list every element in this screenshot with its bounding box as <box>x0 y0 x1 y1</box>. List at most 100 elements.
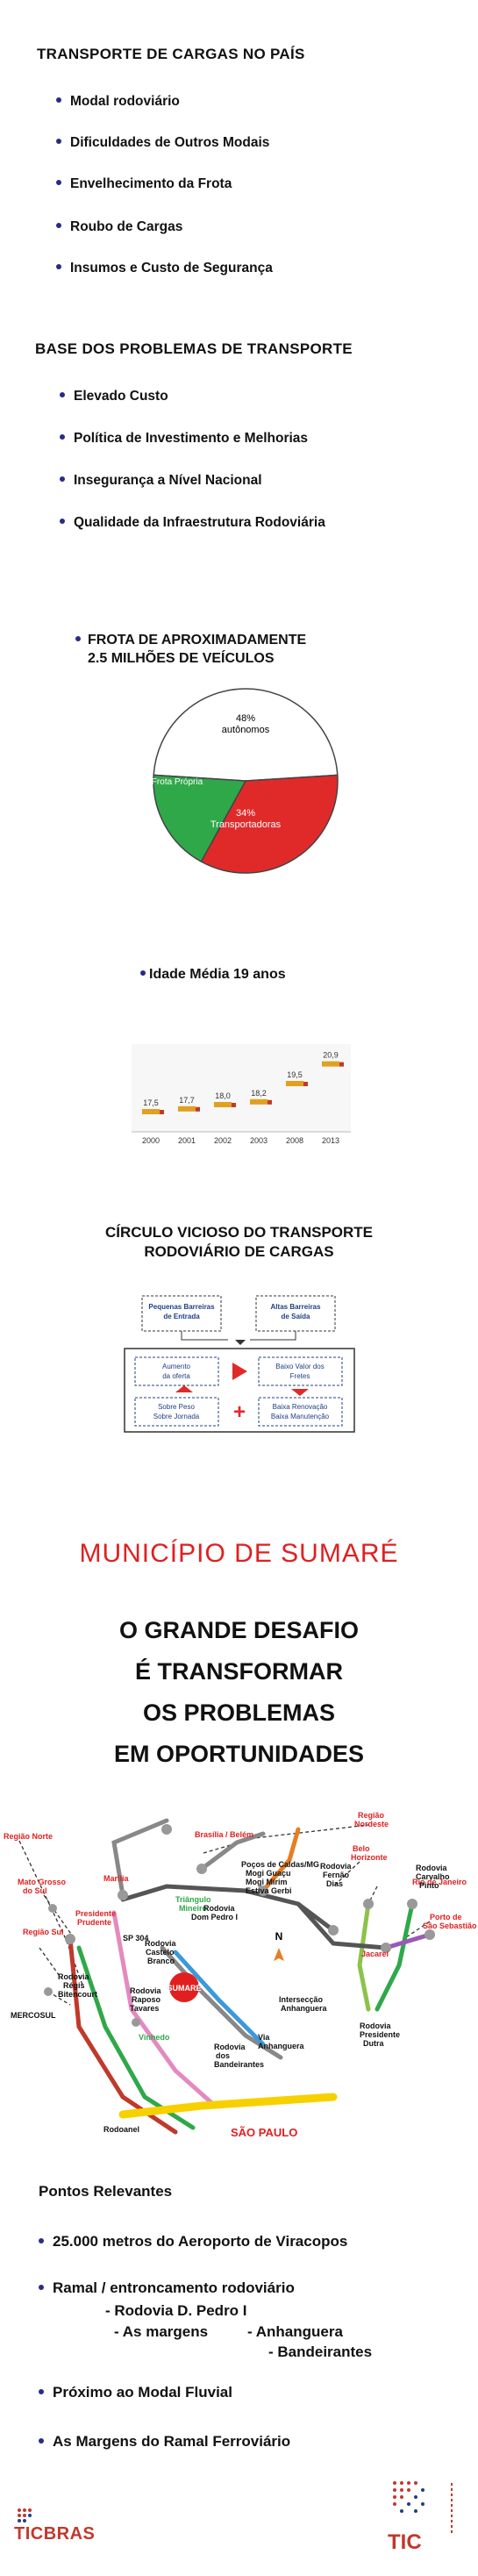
section1-item: Dificuldades de Outros Modais <box>56 135 269 151</box>
ticbras-wordmark: TICBRAS <box>14 2524 96 2544</box>
road-label: Castelo <box>146 1948 175 1957</box>
north-label: N <box>275 1930 283 1943</box>
cell-text: Sobre Peso <box>158 1403 195 1411</box>
bullet-icon <box>60 518 65 524</box>
bullet-icon <box>39 2388 44 2394</box>
bullet-icon <box>39 2237 44 2243</box>
section2-item: Qualidade da Infraestrutura Rodoviária <box>60 515 325 531</box>
road-label: Carvalho <box>416 1872 450 1881</box>
section1-item: Envelhecimento da Frota <box>56 176 232 192</box>
road-label: Branco <box>147 1957 175 1965</box>
bullet-icon <box>60 476 65 482</box>
pontos-sub: - Bandeirantes <box>268 2343 373 2360</box>
connector-line <box>250 1331 296 1341</box>
region-label: Nordeste <box>354 1820 389 1828</box>
map-node <box>381 1943 391 1953</box>
route-line <box>203 1824 369 1854</box>
circulo-title: CÍRCULO VICIOSO DO TRANSPORTE RODOVIÁRIO… <box>104 1224 374 1260</box>
pontos-title: Pontos Relevantes <box>39 2183 173 2200</box>
region-label: Brasília / Belém <box>195 1830 253 1839</box>
cell-text: Fretes <box>290 1372 310 1380</box>
bullet-icon <box>60 391 65 397</box>
section2-item: Insegurança a Nível Nacional <box>60 473 262 489</box>
region-label: São Sebastião <box>423 1921 477 1930</box>
route-line <box>43 1894 75 1940</box>
data-label: 17,5 <box>143 1098 159 1107</box>
road-label: Mogi Guaçu <box>246 1869 291 1878</box>
cell-text: da oferta <box>162 1372 190 1380</box>
region-label: Mato Grosso <box>18 1878 67 1886</box>
pontos-sub: - Anhanguera <box>247 2323 343 2340</box>
road-label: Rodovia <box>416 1864 447 1872</box>
data-label: 18,2 <box>251 1089 267 1098</box>
road-pocos <box>199 1831 266 1871</box>
road-label: Intersecção <box>279 1995 324 2004</box>
ticbras-logo: TICBRAS <box>14 2505 102 2549</box>
cell-text: Aumento <box>162 1363 191 1370</box>
cell-aumento <box>134 1356 219 1386</box>
region-label: SÃO PAULO <box>231 2126 297 2139</box>
cell-baixo-valor <box>258 1356 343 1386</box>
map-node <box>48 1904 57 1913</box>
data-label: 18,0 <box>215 1091 231 1100</box>
tic-mark-icon <box>393 2481 453 2536</box>
road-label: Via <box>258 2033 270 2042</box>
road-label: Dom Pedro I <box>191 1913 238 1921</box>
map-node <box>258 1885 268 1896</box>
road-label: Fernão <box>323 1871 350 1879</box>
road-anhanguera <box>160 1945 283 2060</box>
truck-cab-mark <box>232 1103 236 1107</box>
pie-label: Transportadoras <box>210 819 282 830</box>
cell-text: Baixa Manutenção <box>271 1413 330 1420</box>
map-node <box>363 1899 374 1909</box>
bullet-icon <box>140 970 146 976</box>
region-label: Porto de <box>430 1913 462 1921</box>
road-label: Rodovia <box>360 2021 391 2030</box>
truck-mark <box>142 1109 160 1114</box>
section1-item: Roubo de Cargas <box>56 219 182 235</box>
age-line-chart: 17,5200017,7200118,0200218,2200319,52008… <box>132 1044 351 1145</box>
region-label: Região <box>358 1811 385 1820</box>
road-label: Tavares <box>130 2004 159 2013</box>
pontos-item: As Margens do Ramal Ferroviário <box>39 2433 290 2451</box>
pontos-item: 25.000 metros do Aeroporto de Viracopos <box>39 2233 347 2250</box>
arrow-icon <box>235 1340 246 1345</box>
pontos-sub: - As margens <box>114 2323 209 2340</box>
section2-item: Política de Investimento e Melhorias <box>60 431 308 447</box>
bullet-icon <box>56 97 61 103</box>
x-tick-label: 2013 <box>322 1136 339 1145</box>
pie-slice <box>153 688 339 782</box>
road-label: Anhanguera <box>258 2042 305 2050</box>
tic-wordmark: TIC <box>388 2530 422 2554</box>
plus-icon: + <box>233 1400 246 1424</box>
truck-mark <box>286 1081 303 1086</box>
map-node <box>196 1864 207 1874</box>
arrow-down-icon <box>291 1389 309 1396</box>
road-porto <box>383 1932 432 1950</box>
route-map: SUMARÉ N Região Norte Mato Grosso do Sul… <box>4 1811 477 2139</box>
road-label: Bitencourt <box>58 1990 97 1999</box>
section2-title: BASE DOS PROBLEMAS DE TRANSPORTE <box>35 340 353 357</box>
road-label: Rodovia <box>145 1939 176 1948</box>
pontos-sub: - Rodovia D. Pedro I <box>105 2302 247 2319</box>
pie-label: autônomos <box>222 725 270 735</box>
section1-item: Insumos e Custo de Segurança <box>56 261 273 276</box>
truck-mark <box>322 1061 339 1067</box>
ticbras-mark-icon <box>18 2508 32 2522</box>
pontos-item: Próximo ao Modal Fluvial <box>39 2384 232 2401</box>
section2-item: Elevado Custo <box>60 389 168 404</box>
map-node <box>407 1899 417 1909</box>
box-text: Pequenas Barreiras <box>148 1303 215 1311</box>
tic-logo: TIC <box>386 2474 465 2558</box>
x-tick-label: 2002 <box>214 1136 232 1145</box>
section1-item: Modal rodoviário <box>56 94 180 110</box>
road-label: Rodovia <box>58 1972 89 1981</box>
data-label: 20,9 <box>323 1051 339 1060</box>
box-text: Altas Barreiras <box>271 1303 321 1311</box>
road-brasilia <box>111 1818 169 1898</box>
map-node <box>44 1987 53 1996</box>
bullet-icon <box>56 179 61 185</box>
bullet-icon <box>75 635 81 641</box>
bullet-icon <box>60 433 65 440</box>
road-label: SP 304 <box>123 1934 148 1943</box>
